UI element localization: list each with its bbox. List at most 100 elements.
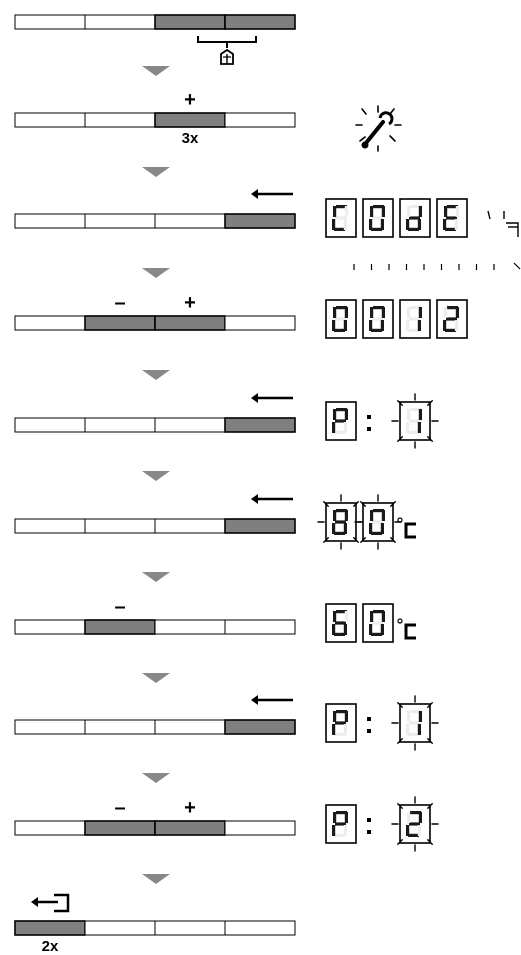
display-digit-8 bbox=[325, 502, 357, 542]
key bbox=[224, 820, 296, 836]
step-9: –+ bbox=[14, 796, 439, 852]
display-digit-e bbox=[436, 198, 468, 238]
key-pressed bbox=[224, 14, 296, 30]
flow-arrow-icon bbox=[142, 673, 170, 683]
display-digit-c bbox=[325, 198, 357, 238]
key bbox=[84, 518, 156, 534]
keypad-row bbox=[14, 417, 296, 433]
key bbox=[224, 920, 296, 936]
key-pressed bbox=[154, 14, 226, 30]
display-temperature bbox=[317, 494, 416, 550]
display-digit-o bbox=[362, 198, 394, 238]
flow-arrow-icon bbox=[142, 268, 170, 278]
key bbox=[224, 112, 296, 128]
wrench-icon bbox=[355, 105, 402, 152]
display-digit-0 bbox=[362, 603, 394, 643]
lock-icon bbox=[220, 48, 234, 65]
key bbox=[14, 213, 86, 229]
key bbox=[14, 820, 86, 836]
keypad-row: 2x bbox=[14, 920, 296, 955]
step-4: –+ bbox=[14, 292, 468, 339]
minus-label: – bbox=[114, 797, 125, 819]
celsius-unit bbox=[397, 618, 416, 640]
key bbox=[154, 417, 226, 433]
keypad-row bbox=[14, 213, 296, 229]
enter-arrow-icon bbox=[251, 393, 293, 403]
flow-arrow-icon bbox=[142, 167, 170, 177]
display-digit-0 bbox=[362, 299, 394, 339]
display-digit-2 bbox=[436, 299, 468, 339]
step-8 bbox=[14, 695, 439, 751]
key bbox=[154, 213, 226, 229]
flow-arrow-icon bbox=[142, 66, 170, 76]
keypad-row: +3x bbox=[14, 89, 296, 147]
key-pressed bbox=[14, 920, 86, 936]
display-digit-value bbox=[399, 703, 431, 743]
step-2: +3x bbox=[14, 89, 402, 152]
plus-label: + bbox=[184, 89, 196, 111]
key-pressed bbox=[224, 719, 296, 735]
enter-arrow-icon bbox=[251, 189, 293, 199]
step-10: 2x bbox=[14, 893, 296, 955]
blinking-digit bbox=[487, 210, 519, 237]
key bbox=[154, 518, 226, 534]
display-colon bbox=[367, 717, 371, 733]
key-pressed bbox=[224, 518, 296, 534]
display-parameter bbox=[325, 695, 439, 751]
display-digit-1 bbox=[399, 299, 431, 339]
key bbox=[154, 920, 226, 936]
keypad-row bbox=[14, 518, 296, 534]
step-6 bbox=[14, 494, 416, 550]
flow-arrows bbox=[142, 66, 170, 884]
key bbox=[224, 619, 296, 635]
keypad-row bbox=[14, 14, 296, 30]
display-parameter bbox=[325, 796, 439, 852]
step-5 bbox=[14, 393, 439, 449]
key-pressed bbox=[224, 213, 296, 229]
lock-bracket bbox=[197, 36, 257, 48]
flow-arrow-icon bbox=[142, 370, 170, 380]
key bbox=[14, 112, 86, 128]
enter-arrow-icon bbox=[251, 494, 293, 504]
display-colon bbox=[367, 818, 371, 834]
display-digit-value bbox=[399, 804, 431, 844]
celsius-unit bbox=[397, 517, 416, 539]
flow-arrow-icon bbox=[142, 471, 170, 481]
key-pressed bbox=[154, 820, 226, 836]
display-digit-p bbox=[325, 401, 357, 441]
key bbox=[84, 213, 156, 229]
blink-rays bbox=[391, 393, 439, 449]
key bbox=[14, 315, 86, 331]
display-digit-value bbox=[399, 401, 431, 441]
key bbox=[84, 719, 156, 735]
key bbox=[14, 417, 86, 433]
key bbox=[154, 619, 226, 635]
keypad-row: – bbox=[14, 596, 296, 635]
display-code bbox=[325, 198, 521, 270]
key bbox=[84, 112, 156, 128]
key-pressed bbox=[224, 417, 296, 433]
press-count-label: 2x bbox=[42, 938, 59, 955]
key-pressed bbox=[84, 820, 156, 836]
blink-rays bbox=[391, 796, 439, 852]
minus-label: – bbox=[114, 292, 125, 314]
display-digit-p bbox=[325, 703, 357, 743]
display-code-value bbox=[325, 299, 468, 339]
plus-label: + bbox=[184, 797, 196, 819]
display-digit-0 bbox=[325, 299, 357, 339]
press-count-label: 3x bbox=[182, 130, 199, 147]
key bbox=[14, 14, 86, 30]
step-3 bbox=[14, 189, 521, 270]
flow-arrow-icon bbox=[142, 874, 170, 884]
key-pressed bbox=[154, 112, 226, 128]
keypad-row: –+ bbox=[14, 797, 296, 836]
blink-rays bbox=[391, 695, 439, 751]
display-digit-0 bbox=[362, 502, 394, 542]
display-parameter bbox=[325, 393, 439, 449]
key-pressed bbox=[84, 315, 156, 331]
exit-icon bbox=[31, 893, 70, 913]
key bbox=[14, 619, 86, 635]
key bbox=[84, 14, 156, 30]
display-digit-p bbox=[325, 804, 357, 844]
